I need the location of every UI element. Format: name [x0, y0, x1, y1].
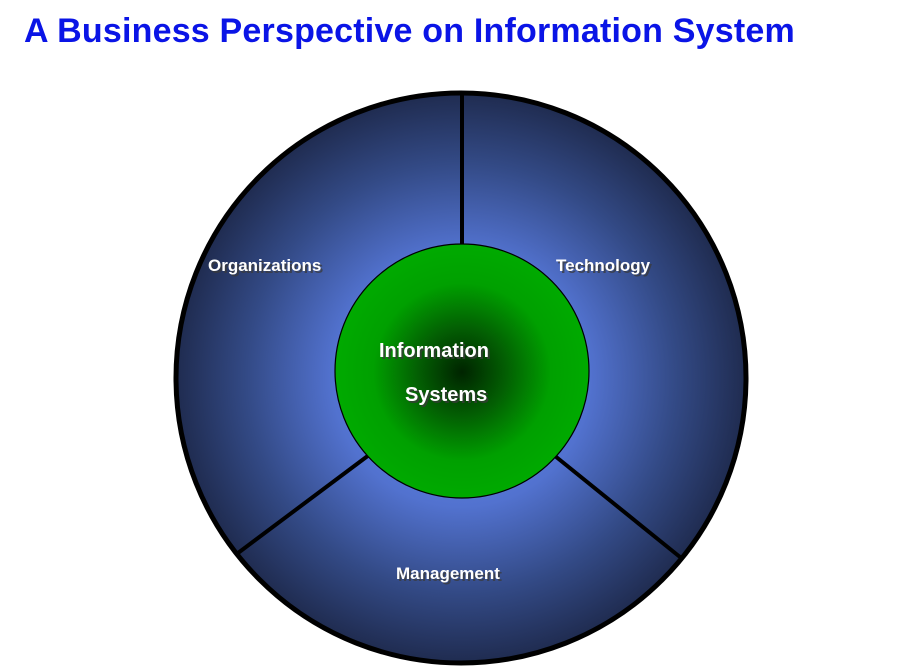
- segment-label-management: Management: [396, 564, 500, 583]
- svg-text:Information: Information: [381, 342, 491, 364]
- segment-technology: Technology Technology: [556, 256, 653, 277]
- divider-right: [553, 454, 682, 559]
- page-title: A Business Perspective on Information Sy…: [24, 12, 795, 50]
- core-circle: [334, 243, 590, 499]
- core-label-line2: Systems: [405, 384, 487, 406]
- divider-left: [236, 453, 371, 555]
- segment-management: Management Management: [396, 564, 502, 585]
- core-label: Information Information Systems Systems: [379, 340, 491, 408]
- segment-organizations: Organizations Organizations: [208, 256, 323, 277]
- svg-text:Technology: Technology: [558, 258, 653, 277]
- svg-text:Management: Management: [398, 566, 502, 585]
- segment-label-organizations: Organizations: [208, 256, 321, 275]
- core-label-line1: Information: [379, 340, 489, 362]
- svg-text:Organizations: Organizations: [210, 258, 323, 277]
- svg-text:Systems: Systems: [407, 386, 489, 408]
- segment-label-technology: Technology: [556, 256, 651, 275]
